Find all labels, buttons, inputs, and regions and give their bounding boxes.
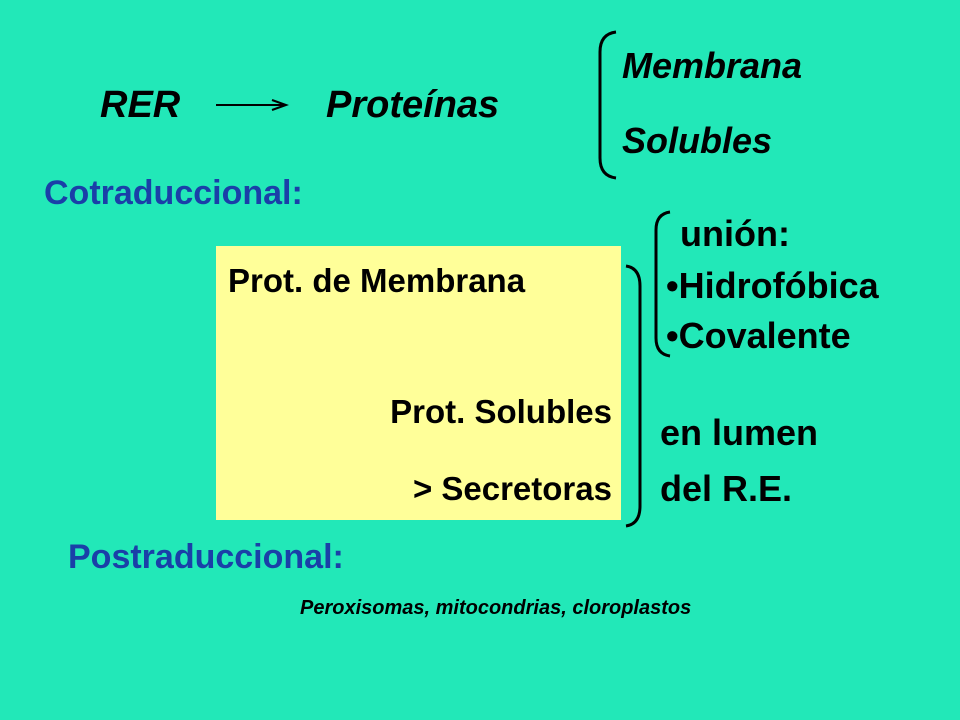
prot-membrana-label: Prot. de Membrana [228,262,526,299]
organelos-list: Peroxisomas, mitocondrias, cloroplastos [300,597,692,619]
proteinas-label: Proteínas [326,84,500,126]
arrow-right-icon [216,99,289,111]
cotraduccional-box [216,246,621,520]
bracket-tipos [598,30,617,180]
secretoras-label: > Secretoras [412,470,612,507]
bracket-box [625,264,642,528]
union-item-hidrofobica: •Hidrofóbica [666,265,879,306]
cotraduccional-heading: Cotraduccional: [44,174,303,212]
prot-solubles-label: Prot. Solubles [390,393,612,430]
tipo-membrana: Membrana [622,45,803,86]
union-title: unión: [680,213,790,254]
union-item-covalente: •Covalente [666,315,851,356]
destino-line1: en lumen [660,412,819,453]
postraduccional-heading: Postraduccional: [68,538,344,576]
destino-line2: del R.E. [660,468,793,509]
rer-label: RER [100,84,181,126]
tipo-solubles: Solubles [622,120,773,161]
